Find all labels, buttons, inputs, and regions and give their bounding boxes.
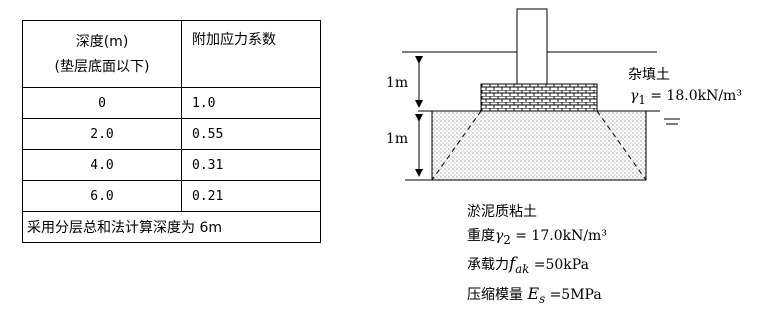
gamma-symbol: γ (630, 88, 639, 104)
table-note-row: 采用分层总和法计算深度为 6m (22, 211, 321, 243)
clay-fak-label: 承载力 (467, 257, 509, 273)
clay-name: 淤泥质粘土 (467, 204, 537, 220)
table-row: 6.0 0.21 (22, 180, 321, 212)
gamma-subscript: 1 (638, 92, 646, 107)
header-coefficient: 附加应力系数 (181, 20, 321, 88)
clay-gamma-label: 重度 (467, 228, 495, 244)
brick-footing (480, 83, 598, 112)
es-symbol: E (527, 284, 540, 303)
header-depth-line2: (垫层底面以下) (54, 59, 150, 75)
fak-symbol: f (509, 254, 516, 274)
gamma-symbol: γ (495, 228, 504, 244)
clay-fak-value: =50kPa (529, 257, 589, 273)
es-subscript: s (539, 291, 546, 306)
clay-es-value: =5MPa (545, 287, 602, 303)
clay-es-label: 压缩模量 (467, 287, 523, 303)
clay-bearing-capacity: 承载力fak =50kPa (467, 254, 589, 276)
cell-coefficient: 0.55 (181, 118, 321, 150)
cell-coefficient: 0.21 (181, 180, 321, 212)
dimension-label-top: 1m (386, 75, 409, 91)
gamma-subscript: 2 (503, 232, 511, 247)
cell-depth: 2.0 (22, 118, 182, 150)
cell-depth: 4.0 (22, 149, 182, 181)
table-note: 采用分层总和法计算深度为 6m (22, 211, 321, 243)
clay-unit-weight: 重度γ2 = 17.0kN/m³ (467, 225, 607, 247)
clay-layer (431, 110, 647, 181)
cell-coefficient: 1.0 (181, 87, 321, 119)
table-row: 4.0 0.31 (22, 149, 321, 181)
header-depth: 深度(m) (垫层底面以下) (22, 20, 182, 88)
fak-subscript: ak (515, 261, 530, 276)
clay-compression-modulus: 压缩模量 Es =5MPa (467, 284, 602, 306)
fill-soil-name: 杂填土 (628, 67, 670, 83)
table-row: 2.0 0.55 (22, 118, 321, 150)
column (516, 8, 548, 85)
stress-coefficient-table: 深度(m) (垫层底面以下) 附加应力系数 0 1.0 2.0 0.55 4.0… (22, 20, 321, 243)
table-header-row: 深度(m) (垫层底面以下) 附加应力系数 (22, 20, 321, 88)
cell-depth: 0 (22, 87, 182, 119)
water-table-icon (664, 118, 680, 125)
header-depth-line1: 深度(m) (75, 34, 129, 50)
cell-coefficient: 0.31 (181, 149, 321, 181)
dimension-label-bottom: 1m (386, 131, 409, 147)
gamma-value: = 18.0kN/m³ (645, 88, 742, 104)
fill-soil-unit-weight: γ1 = 18.0kN/m³ (630, 88, 742, 107)
clay-gamma-value: = 17.0kN/m³ (510, 228, 607, 244)
table-row: 0 1.0 (22, 87, 321, 119)
